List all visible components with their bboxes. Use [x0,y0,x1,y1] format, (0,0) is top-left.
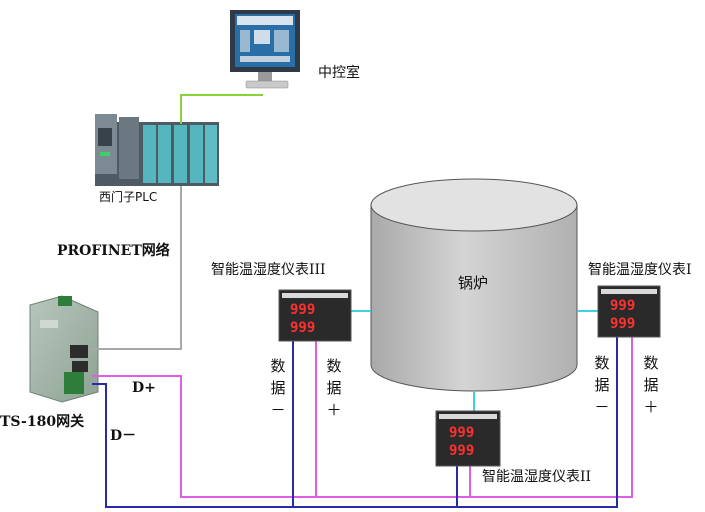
svg-text:999: 999 [449,443,474,459]
control-room-label: 中控室 [318,65,360,81]
meter-2-label: 智能温湿度仪表II [482,469,592,485]
rs485-minus-wire [92,337,618,508]
boiler-tank [370,178,578,392]
profinet-wire [90,186,182,350]
meter-1-data-minus-label: 数据－ [594,354,610,416]
meter-3-data-minus-label: 数据－ [270,357,286,419]
meter-1-label: 智能温湿度仪表I [588,262,692,278]
meter-1-device: 999 999 [597,285,661,338]
boiler-label: 锅炉 [458,274,489,292]
monitor-icon [230,10,300,89]
rs485-plus-wire [92,337,633,498]
plc-label: 西门子PLC [99,190,158,204]
svg-text:999: 999 [610,316,635,332]
monitor-link-wire [180,94,263,124]
svg-text:999: 999 [290,320,315,336]
meter-3-device: 999 999 [278,289,352,342]
svg-text:999: 999 [290,302,315,318]
d-plus-label: D+ [132,380,156,396]
gateway-label: TS-180网关 [0,414,85,430]
plc-device [95,114,219,186]
svg-text:999: 999 [449,425,474,441]
meter-1-data-plus-label: 数据＋ [643,354,659,416]
meter-3-label: 智能温湿度仪表III [211,262,326,278]
svg-text:999: 999 [610,298,635,314]
d-minus-label: D－ [110,428,137,444]
network-label: PROFINET网络 [57,243,170,259]
meter-2-device: 999 999 [435,410,501,467]
meter-3-data-plus-label: 数据＋ [326,357,342,419]
gateway-device [29,295,99,403]
